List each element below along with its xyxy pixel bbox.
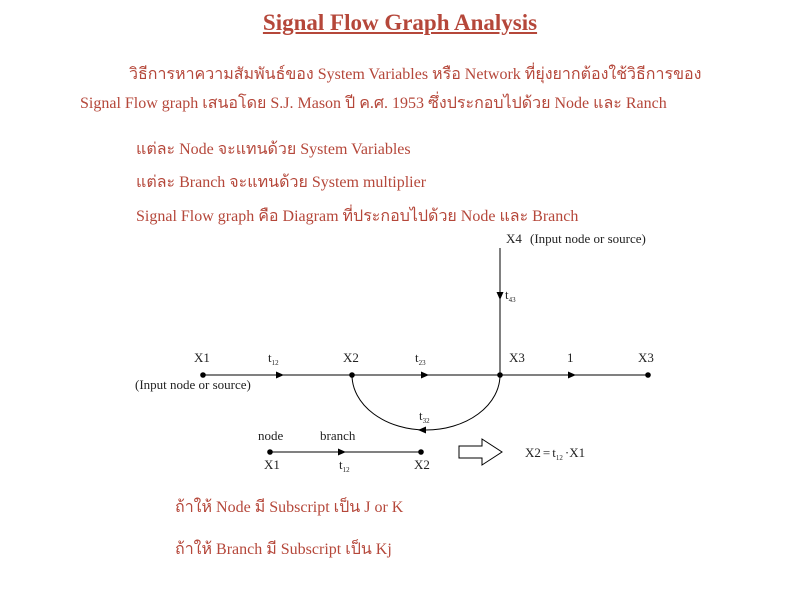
node-x3	[497, 372, 503, 378]
branch-t32-label: t32	[419, 408, 430, 425]
legend-node-label: node	[258, 428, 284, 443]
arrow-t32	[418, 426, 426, 434]
node-x4-label: X4	[506, 231, 522, 246]
x1-note: (Input node or source)	[135, 377, 251, 392]
branch-t12-label: t12	[268, 350, 279, 367]
page-title: Signal Flow Graph Analysis	[262, 10, 538, 35]
legend-gain-label: t12	[339, 457, 350, 474]
arrow-t23	[421, 371, 429, 379]
legend-x2-label: X2	[414, 457, 430, 472]
point-node: แต่ละ Node จะแทนด้วย System Variables	[136, 141, 411, 158]
node-x1-label: X1	[194, 350, 210, 365]
note-branch-subscript: ถ้าให้ Branch มี Subscript เป็น Kj	[175, 541, 392, 558]
branch-unit-label: 1	[567, 350, 574, 365]
branch-t43-label: t43	[505, 287, 516, 304]
intro-line-2: Signal Flow graph เสนอโดย S.J. Mason ปี …	[80, 95, 667, 112]
arrow-t43	[496, 292, 504, 300]
node-x3-label: X3	[509, 350, 525, 365]
legend-arrow	[338, 448, 346, 456]
note-node-subscript: ถ้าให้ Node มี Subscript เป็น J or K	[175, 499, 404, 516]
legend-node-x1	[267, 449, 273, 455]
implies-arrow-icon	[458, 438, 503, 466]
legend-x1-label: X1	[264, 457, 280, 472]
node-x3-out	[645, 372, 651, 378]
legend-branch-label: branch	[320, 428, 356, 443]
intro-line-1: วิธีการหาความสัมพันธ์ของ System Variable…	[129, 66, 702, 83]
equation: X2=t12·X1	[525, 445, 585, 462]
legend-node-x2	[418, 449, 424, 455]
x4-note: (Input node or source)	[530, 231, 646, 246]
node-x3-out-label: X3	[638, 350, 654, 365]
branch-t23-label: t23	[415, 350, 426, 367]
point-definition: Signal Flow graph คือ Diagram ที่ประกอบไ…	[136, 208, 579, 225]
node-x2-label: X2	[343, 350, 359, 365]
node-x1	[200, 372, 206, 378]
arrow-t12	[276, 371, 284, 379]
node-x2	[349, 372, 355, 378]
point-branch: แต่ละ Branch จะแทนด้วย System multiplier	[136, 174, 427, 191]
arrow-unit	[568, 371, 576, 379]
